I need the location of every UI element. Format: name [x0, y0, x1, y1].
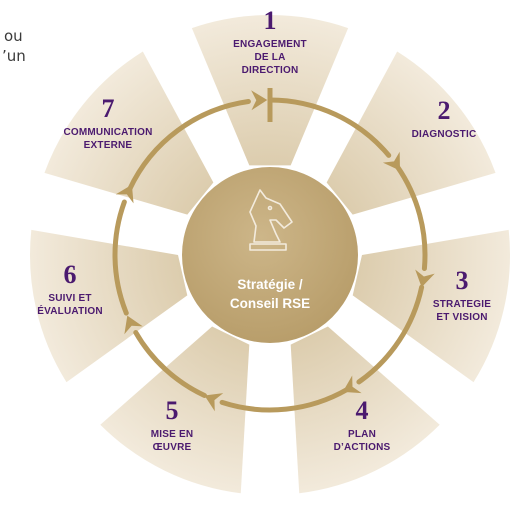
- step-petal: [29, 229, 188, 383]
- cycle-arc: [267, 97, 392, 158]
- step-label: SUIVI ET ÉVALUATION: [37, 293, 103, 317]
- center-circle: [182, 167, 358, 343]
- arrowhead-icon: [382, 151, 400, 171]
- cycle-arc: [394, 163, 428, 272]
- arrowhead-icon: [415, 269, 435, 288]
- arrowhead-icon: [342, 375, 362, 394]
- step-number: 7: [101, 94, 115, 123]
- arrowhead-icon: [204, 393, 224, 412]
- step-label: ENGAGEMENT DE LA DIRECTION: [233, 39, 307, 76]
- step-number: 1: [263, 6, 277, 35]
- step-petal: [352, 229, 510, 383]
- arrowhead-icon: [115, 184, 134, 204]
- step-label: MISE EN ŒUVRE: [150, 429, 194, 453]
- step-label: DIAGNOSTIC: [411, 129, 477, 140]
- cycle-arc: [127, 99, 251, 192]
- step-number: 6: [63, 260, 77, 289]
- cycle-arc: [219, 386, 350, 413]
- step-label: STRATEGIE ET VISION: [432, 299, 492, 323]
- step-number: 2: [437, 96, 451, 125]
- cycle-arc: [112, 199, 129, 316]
- step-number: 4: [355, 396, 369, 425]
- cycle-arc: [133, 330, 207, 398]
- cycle-arc: [356, 284, 425, 385]
- step-number: 5: [165, 396, 179, 425]
- intro-text-fragment-1: ou: [4, 27, 23, 45]
- step-petal: [44, 51, 214, 215]
- center-label: Stratégie / Conseil RSE: [229, 277, 311, 311]
- step-label: PLAN D’ACTIONS: [333, 429, 391, 453]
- step-petal: [326, 51, 496, 215]
- intro-text-fragment-2: ’un: [2, 47, 26, 65]
- chess-knight-icon: [249, 189, 293, 251]
- step-label: COMMUNICATION EXTERNE: [63, 127, 153, 151]
- step-petal: [290, 326, 440, 494]
- step-number: 3: [455, 266, 469, 295]
- arrowhead-icon: [124, 315, 143, 335]
- step-petal: [100, 326, 250, 494]
- arrowhead-icon: [251, 90, 268, 111]
